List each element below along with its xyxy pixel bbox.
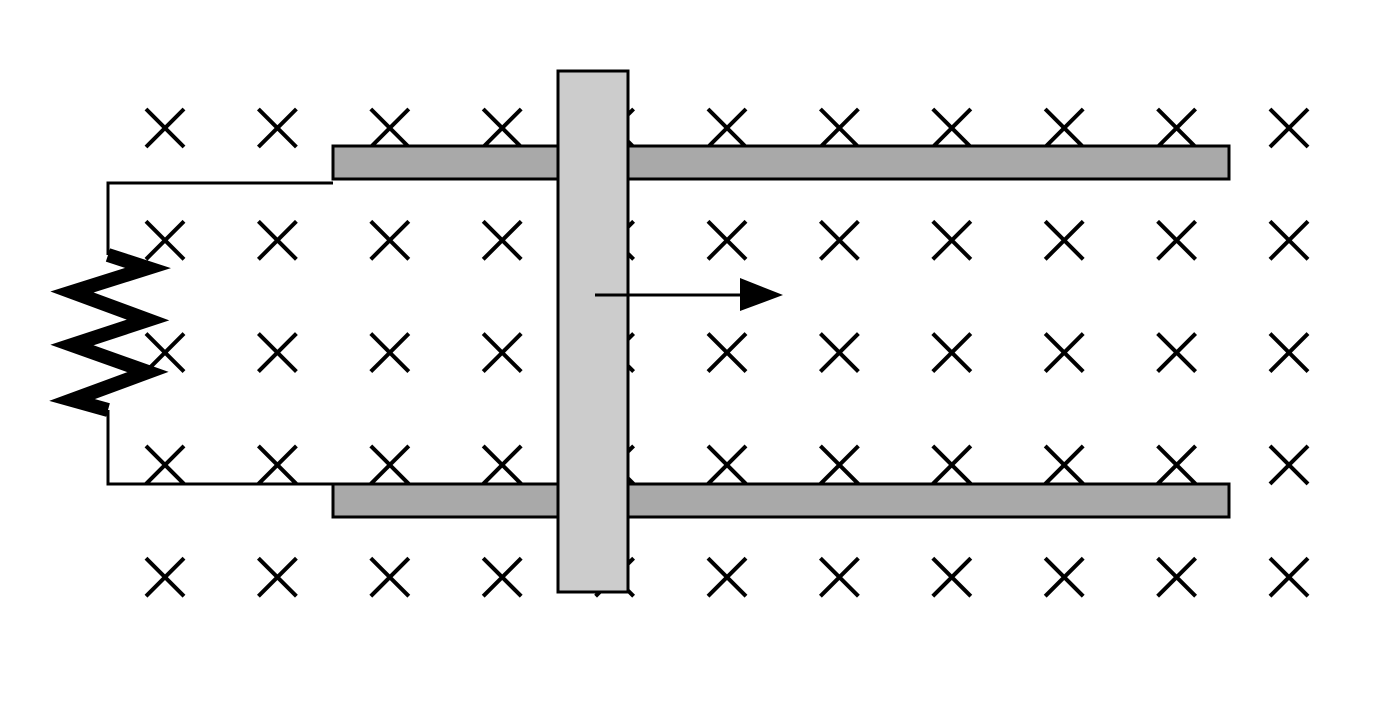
field-cross-icon: [481, 556, 523, 598]
field-cross-icon: [369, 219, 411, 261]
field-cross-icon: [1043, 219, 1085, 261]
field-cross-icon: [818, 444, 860, 486]
field-cross-icon: [818, 219, 860, 261]
field-cross-icon: [1043, 556, 1085, 598]
field-cross-icon: [256, 444, 298, 486]
top-rail: [331, 144, 1231, 181]
field-cross-icon: [931, 107, 973, 149]
field-cross-icon: [1043, 107, 1085, 149]
circuit-wire: [106, 181, 333, 486]
field-cross-icon: [1156, 444, 1198, 486]
field-cross-icon: [481, 107, 523, 149]
field-cross-icon: [1043, 444, 1085, 486]
field-cross-icon: [256, 556, 298, 598]
field-cross-icon: [706, 219, 748, 261]
field-cross-icon: [144, 556, 186, 598]
field-cross-icon: [1268, 107, 1310, 149]
field-cross-icon: [144, 219, 186, 261]
field-cross-icon: [1268, 444, 1310, 486]
field-cross-icon: [706, 332, 748, 374]
field-cross-icon: [1268, 219, 1310, 261]
field-cross-icon: [931, 556, 973, 598]
field-cross-icon: [706, 444, 748, 486]
sliding-bar[interactable]: [556, 69, 630, 594]
field-cross-icon: [1268, 556, 1310, 598]
field-cross-icon: [144, 444, 186, 486]
field-cross-icon: [818, 556, 860, 598]
field-cross-icon: [481, 219, 523, 261]
field-cross-icon: [144, 332, 186, 374]
field-cross-icon: [1156, 556, 1198, 598]
field-cross-icon: [706, 107, 748, 149]
field-cross-icon: [369, 107, 411, 149]
field-cross-icon: [931, 219, 973, 261]
field-cross-icon: [818, 332, 860, 374]
field-cross-icon: [144, 107, 186, 149]
field-cross-icon: [706, 556, 748, 598]
field-cross-icon: [369, 444, 411, 486]
field-cross-icon: [1156, 219, 1198, 261]
field-cross-icon: [1043, 332, 1085, 374]
field-cross-icon: [1156, 332, 1198, 374]
field-cross-icon: [931, 332, 973, 374]
field-cross-icon: [1268, 332, 1310, 374]
field-cross-icon: [369, 332, 411, 374]
field-cross-icon: [256, 332, 298, 374]
field-cross-icon: [369, 556, 411, 598]
resistor-zigzag-icon: [49, 248, 171, 417]
field-cross-icon: [1156, 107, 1198, 149]
field-cross-icon: [931, 444, 973, 486]
field-cross-icon: [481, 332, 523, 374]
field-cross-icon: [818, 107, 860, 149]
bottom-rail: [331, 482, 1231, 519]
velocity-arrow: [595, 278, 783, 311]
field-cross-icon: [481, 444, 523, 486]
field-cross-icon: [256, 219, 298, 261]
field-cross-icon: [256, 107, 298, 149]
